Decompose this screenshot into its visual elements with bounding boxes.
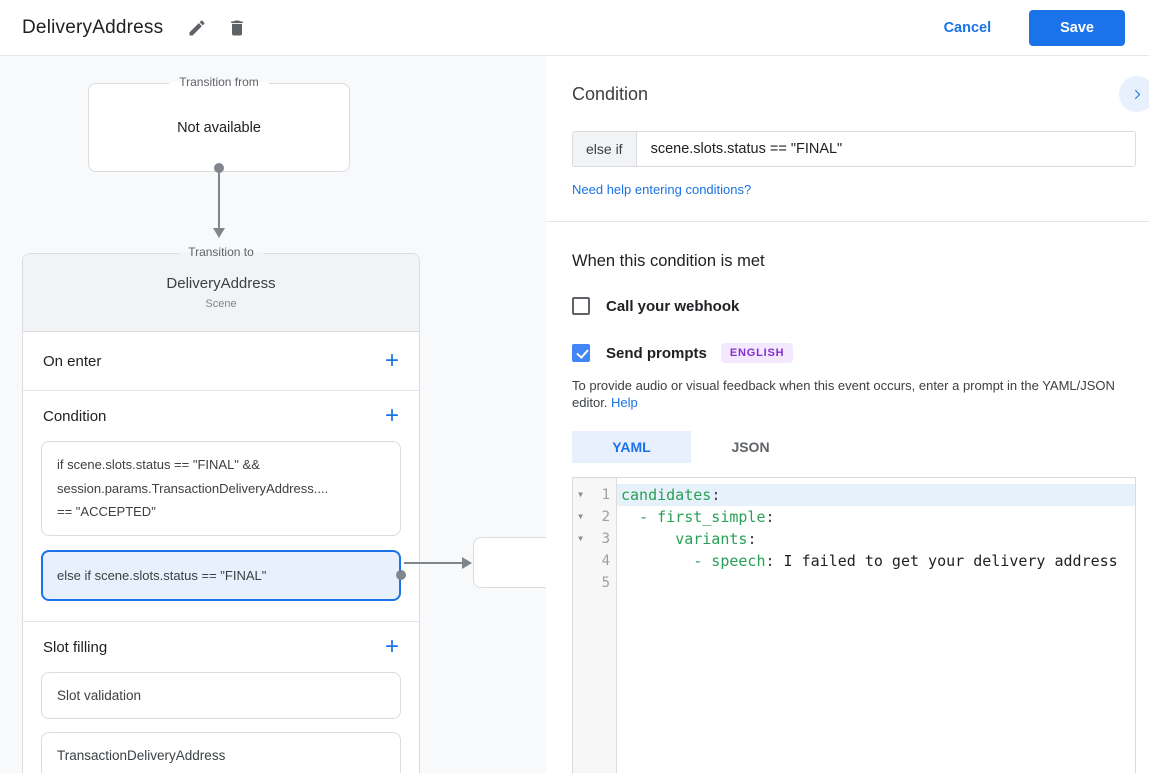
- connector-line-vertical: [218, 172, 220, 230]
- delete-scene-button[interactable]: [227, 18, 247, 38]
- condition-detail-panel: Condition else if scene.slots.status == …: [546, 56, 1149, 773]
- line-number: 4: [601, 553, 610, 569]
- tab-yaml[interactable]: YAML: [572, 431, 691, 463]
- slot-filling-label: Slot filling: [43, 638, 108, 656]
- send-prompts-checkbox[interactable]: [572, 344, 590, 362]
- slot-item[interactable]: Slot validation: [41, 672, 401, 719]
- condition-met-heading: When this condition is met: [572, 252, 765, 270]
- editor-gutter: ▼ 1 ▼ 2 ▼ 3 4 5: [573, 478, 617, 773]
- arrow-down-icon: [213, 228, 225, 238]
- condition-section: Condition + if scene.slots.status == "FI…: [23, 391, 419, 622]
- transition-from-node: Transition from Not available: [88, 75, 350, 172]
- code-line[interactable]: - first_simple:: [639, 508, 775, 526]
- condition-prefix: else if: [573, 132, 637, 166]
- scene-name: DeliveryAddress: [166, 275, 276, 292]
- line-number: 2: [601, 509, 610, 525]
- pencil-icon: [187, 18, 207, 38]
- line-number: 1: [601, 487, 610, 503]
- code-line[interactable]: candidates:: [617, 484, 1135, 506]
- edit-title-button[interactable]: [187, 18, 207, 38]
- panel-heading: Condition: [572, 84, 649, 104]
- scene-card: Transition to DeliveryAddress Scene On e…: [22, 245, 420, 773]
- webhook-label[interactable]: Call your webhook: [606, 297, 740, 315]
- transition-target-node[interactable]: [473, 537, 546, 588]
- prompt-description: To provide audio or visual feedback when…: [572, 378, 1115, 410]
- fold-arrow-icon[interactable]: ▼: [578, 534, 583, 543]
- webhook-checkbox[interactable]: [572, 297, 590, 315]
- code-line[interactable]: variants:: [675, 530, 757, 548]
- editor-tabs: YAML JSON: [572, 431, 1136, 463]
- transition-from-legend: Transition from: [169, 75, 269, 89]
- scene-type-label: Scene: [205, 298, 237, 310]
- section-divider: [546, 221, 1149, 222]
- help-link[interactable]: Help: [611, 395, 638, 410]
- condition-item-selected[interactable]: else if scene.slots.status == "FINAL": [41, 549, 406, 601]
- transition-to-legend: Transition to: [178, 245, 264, 259]
- tab-json[interactable]: JSON: [691, 431, 810, 463]
- line-number: 3: [601, 531, 610, 547]
- slot-filling-section: Slot filling + Slot validation Transacti…: [23, 622, 419, 773]
- send-prompts-row: Send prompts ENGLISH: [572, 343, 1136, 363]
- add-on-enter-button[interactable]: +: [384, 347, 399, 374]
- add-slot-button[interactable]: +: [384, 633, 399, 660]
- connector-dot: [214, 163, 224, 173]
- on-enter-label: On enter: [43, 352, 102, 370]
- collapse-panel-button[interactable]: [1119, 76, 1149, 112]
- save-button[interactable]: Save: [1029, 9, 1125, 46]
- editor-code[interactable]: candidates: - first_simple: variants: - …: [617, 478, 1135, 773]
- yaml-code-editor[interactable]: ▼ 1 ▼ 2 ▼ 3 4 5 candidates: - first_simple: var…: [572, 477, 1136, 773]
- on-enter-section: On enter +: [23, 332, 419, 391]
- condition-expression-row: else if scene.slots.status == "FINAL": [572, 131, 1136, 167]
- code-line[interactable]: [617, 572, 1135, 594]
- cancel-button[interactable]: Cancel: [943, 19, 992, 36]
- conditions-help-link[interactable]: Need help entering conditions?: [572, 182, 752, 197]
- fold-arrow-icon[interactable]: ▼: [578, 512, 583, 521]
- line-number: 5: [601, 575, 610, 591]
- code-line[interactable]: - speech: I failed to get your delivery …: [693, 552, 1118, 570]
- slot-item[interactable]: TransactionDeliveryAddress: [41, 732, 401, 773]
- condition-expression-input[interactable]: scene.slots.status == "FINAL": [636, 132, 1135, 166]
- send-prompts-label[interactable]: Send prompts: [606, 344, 707, 362]
- page-title: DeliveryAddress: [22, 16, 164, 38]
- top-bar: DeliveryAddress Cancel Save: [0, 0, 1149, 56]
- webhook-row: Call your webhook: [572, 297, 1136, 315]
- add-condition-button[interactable]: +: [384, 402, 399, 429]
- chevron-right-icon: [1131, 88, 1144, 101]
- trash-icon: [227, 18, 247, 38]
- condition-label: Condition: [43, 407, 107, 425]
- fold-arrow-icon[interactable]: ▼: [578, 490, 583, 499]
- scene-card-header: DeliveryAddress Scene: [23, 254, 419, 332]
- connector-dot: [396, 570, 406, 581]
- transition-from-value: Not available: [177, 119, 261, 136]
- connector-line-horizontal: [404, 562, 464, 564]
- arrow-right-icon: [462, 557, 472, 569]
- flow-diagram-panel: Transition from Not available Transition…: [0, 56, 546, 773]
- condition-item[interactable]: if scene.slots.status == "FINAL" && sess…: [41, 441, 401, 536]
- language-badge: ENGLISH: [720, 343, 794, 363]
